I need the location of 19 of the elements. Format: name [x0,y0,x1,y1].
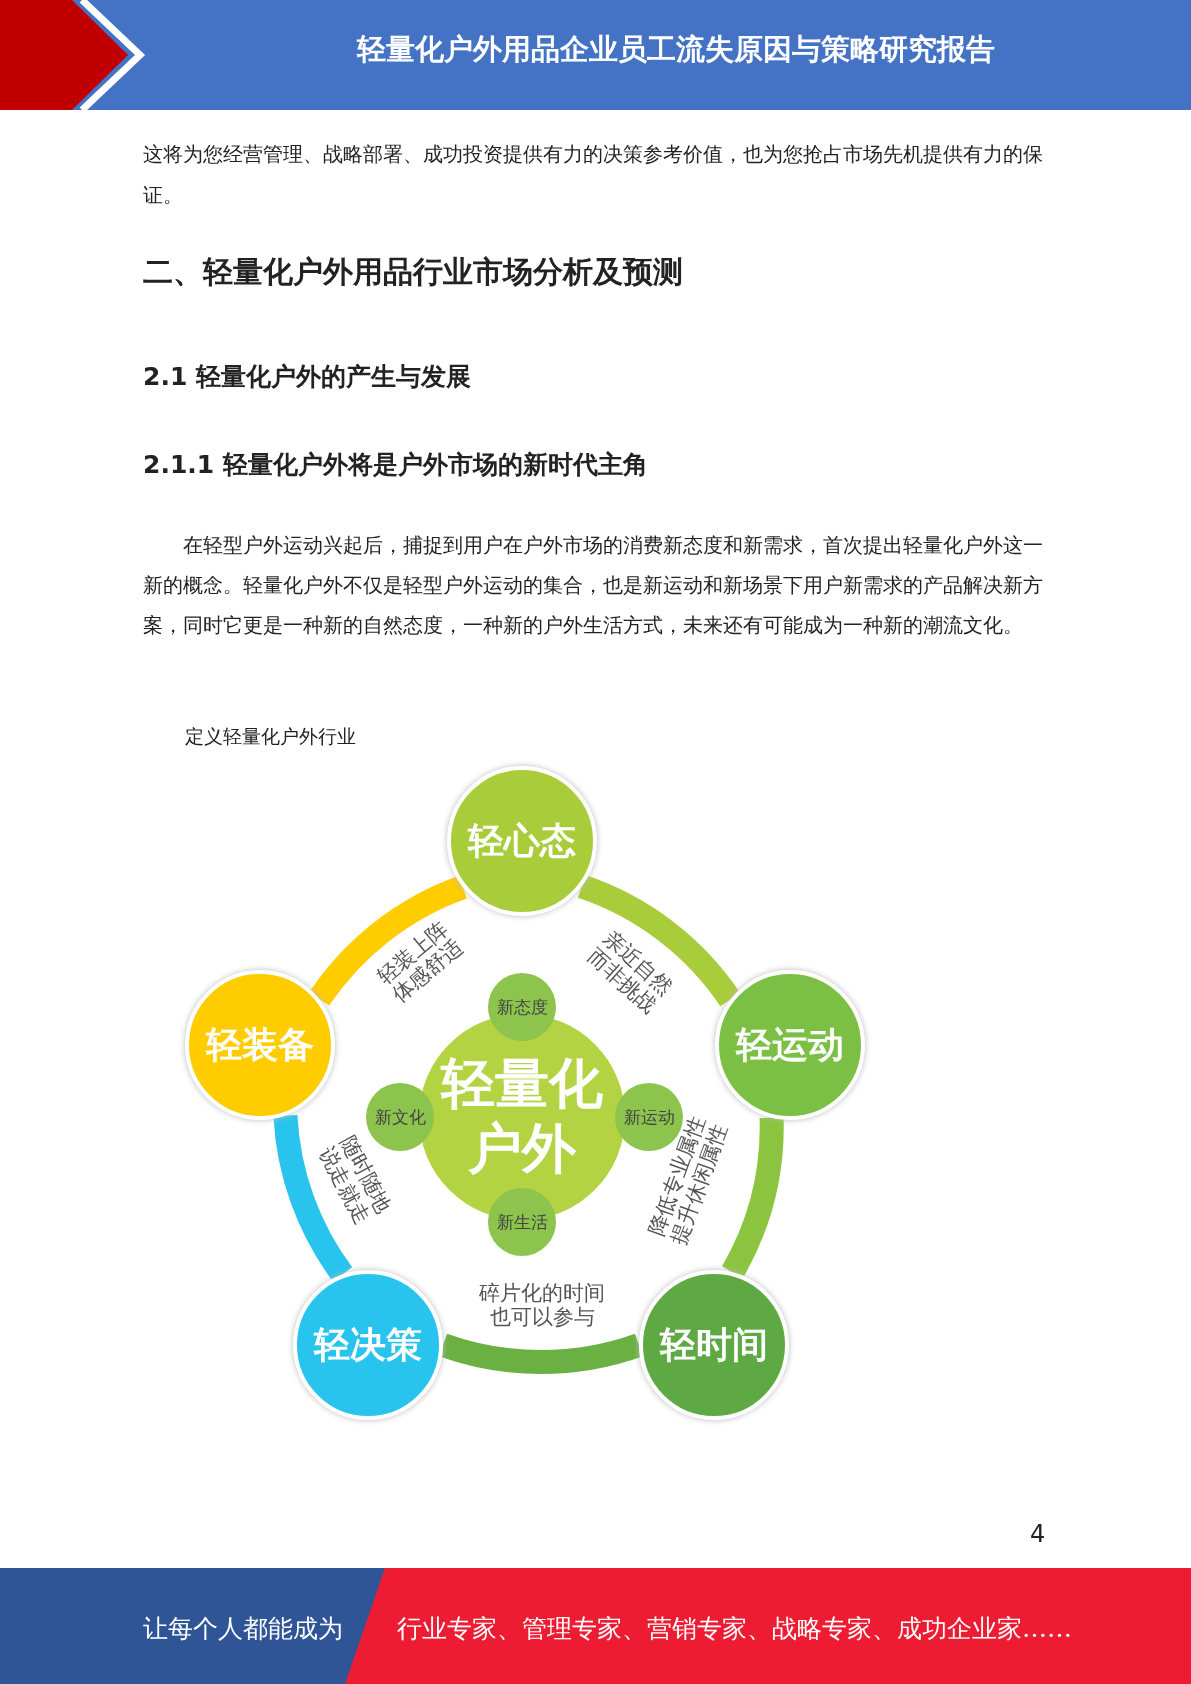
footer-text: 让每个人都能成为 [143,1613,343,1645]
small-circle: 新生活 [488,1188,556,1256]
arc-label: 碎片化的时间也可以参与 [479,1280,605,1330]
subsection-heading: 2.1.1 轻量化户外将是户外市场的新时代主角 [143,449,648,481]
ring-arc [309,876,468,1007]
ring-arc [273,1114,353,1281]
small-circle: 新文化 [366,1083,434,1151]
ring-arc [721,1117,784,1278]
header-title: 轻量化户外用品企业员工流失原因与策略研究报告 [355,31,996,68]
ring-arc [577,875,740,1007]
page-number: 4 [1030,1520,1046,1548]
paragraph: 在轻型户外运动兴起后，捕捉到用户在户外市场的消费新态度和新需求，首次提出轻量化户外这一新的概念。轻量化户外不仅是轻型户外运动的集合，也是新运动和新场景下用户新需求的产品解决新方案，同时它更是一种新的自然态度，一种新的户外生活方式，未来还有可能成为一种新的潮流文化。 [143,532,1044,639]
paragraph: 这将为您经营管理、战略部署、成功投资提供有力的决策参考价值，也为您抢占市场先机提供有力的保证。 [143,141,1044,209]
subsection-heading: 2.1 轻量化户外的产生与发展 [143,361,471,393]
arc-label: 轻装上阵体感舒适 [372,916,468,1008]
small-circle: 新态度 [488,973,556,1041]
section-heading: 二、轻量化户外用品行业市场分析及预测 [143,253,683,291]
figure-caption: 定义轻量化户外行业 [185,724,356,749]
footer-text: 行业专家、管理专家、营销专家、战略专家、成功企业家…… [397,1613,1072,1645]
